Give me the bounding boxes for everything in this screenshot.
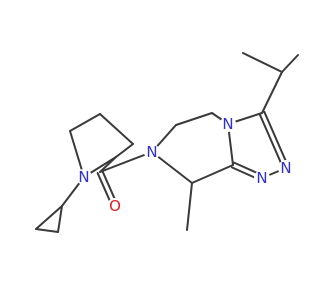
bond-pip_c5-pip_c6: [175, 112, 213, 126]
atom-n-triazole-upper: N: [278, 159, 294, 177]
atom-label-background: [254, 170, 270, 186]
atom-n-triazole-lower: N: [254, 169, 270, 187]
atom-label-background: [76, 169, 92, 185]
atom-o-carbonyl: O: [107, 197, 123, 215]
atom-label-background: [220, 116, 236, 132]
bond-triazole_c3-ipr_ch: [261, 71, 283, 114]
bond-pyr_c4-pyr_c5: [115, 143, 134, 158]
atom-label-background: [144, 144, 160, 160]
atom-label-text: N: [146, 143, 157, 161]
bond-cp_attach-cp_right: [57, 205, 63, 233]
bond-pip_c8-methyl_c: [186, 182, 193, 231]
atom-label-text: O: [109, 197, 121, 215]
bond-carbonyl_c-N_piperazine: [99, 151, 153, 173]
bond-triazole_c3-N_triazole_upper-b: [263, 110, 290, 168]
bond-pyr_c2-pyr_c3: [69, 113, 101, 132]
bond-N_pyrrolidine-pyr_c2: [69, 130, 85, 178]
atom-label-text: N: [222, 115, 233, 133]
bond-triazole_c3-N_triazole_upper-a: [258, 113, 285, 171]
atom-n-piperazine: N: [144, 143, 160, 161]
bond-ipr_ch-ipr_me_b: [281, 54, 299, 73]
atom-label-text: N: [280, 159, 291, 177]
bond-cp_left-cp_right: [35, 228, 59, 233]
atom-label-text: N: [256, 169, 267, 187]
bond-pyr_c5-carbonyl_c: [99, 156, 117, 173]
bond-ipr_ch-ipr_me_a: [242, 52, 283, 73]
atom-label-background: [107, 198, 123, 214]
bond-cp_attach-cp_left: [35, 205, 63, 230]
bond-triazole_c8a-pip_c8: [191, 164, 234, 184]
atom-label-background: [278, 160, 294, 176]
atom-n-pyrrolidine: N: [76, 168, 92, 186]
atom-n-triazole-fused: N: [220, 115, 236, 133]
bond-layer: [35, 52, 299, 233]
bond-pip_c8-N_piperazine: [151, 151, 193, 184]
atom-label-text: N: [78, 168, 89, 186]
bond-pyr_c3-pyr_c4: [99, 113, 134, 145]
